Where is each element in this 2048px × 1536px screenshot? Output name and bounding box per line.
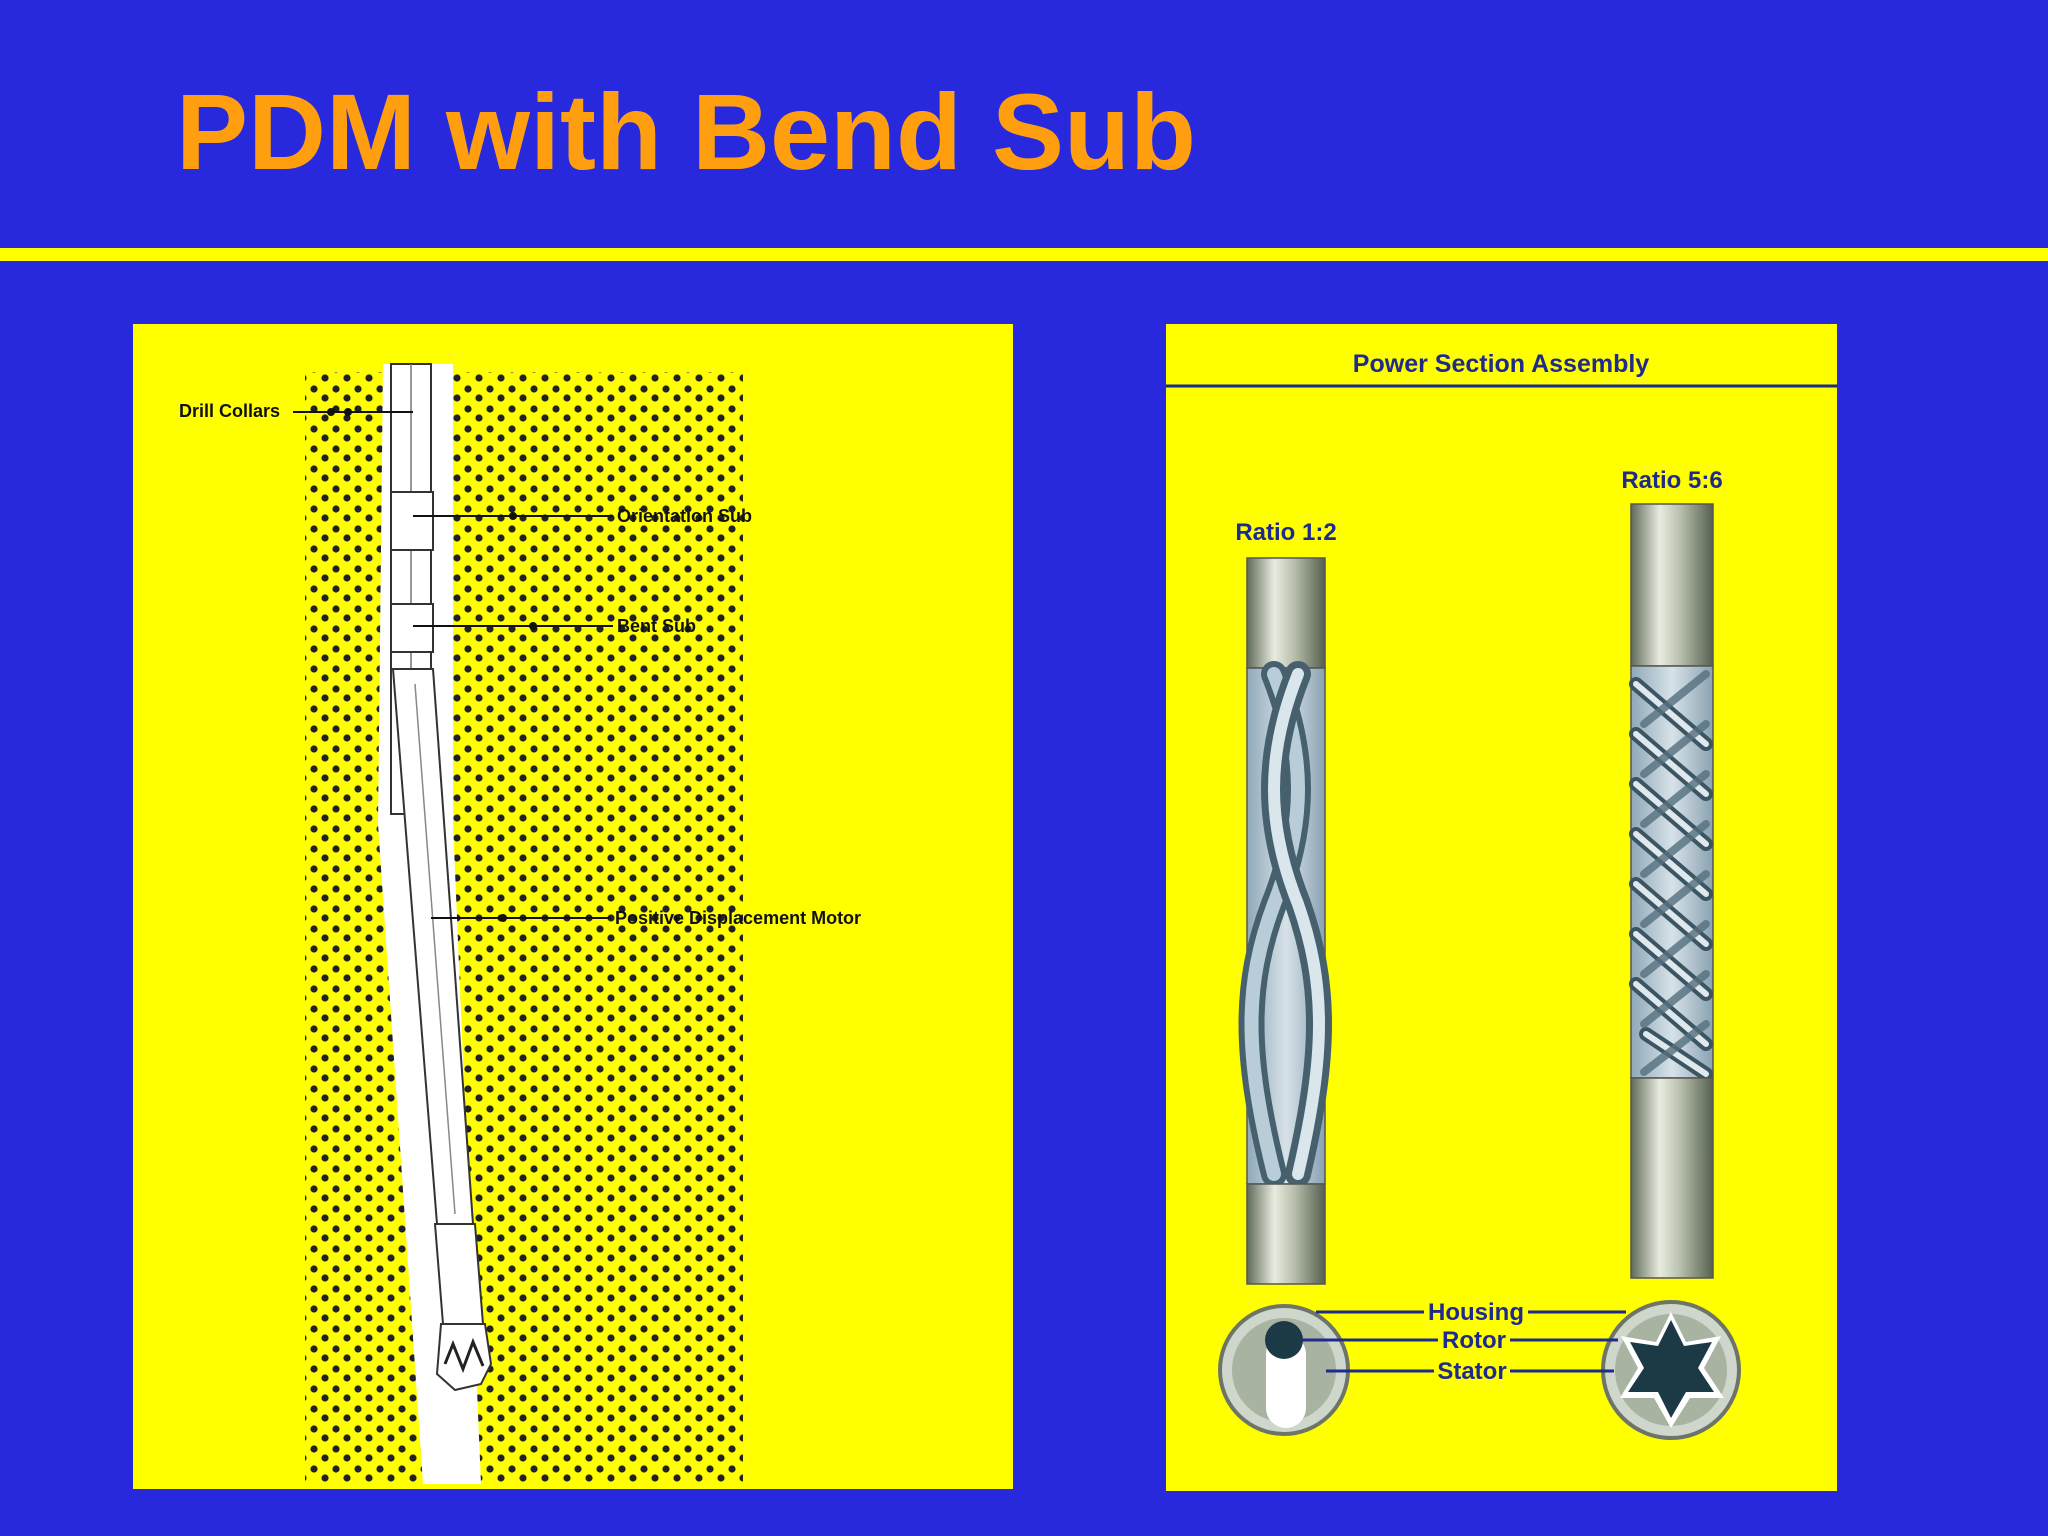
ratio-5-6-cross-section: [1601, 1300, 1741, 1440]
ratio-5-6-label: Ratio 5:6: [1621, 467, 1722, 494]
rotor-label: Rotor: [1442, 1327, 1506, 1354]
bent-sub-label: Bent Sub: [617, 616, 696, 636]
ratio-1-2-rotor: [1238, 661, 1332, 1187]
bent-sub: [390, 603, 434, 653]
housing-label: Housing: [1428, 1299, 1524, 1326]
ratio-1-2-top-housing: [1246, 557, 1326, 669]
title-divider: [0, 248, 2048, 261]
formation-rock: [305, 372, 743, 1484]
ratio-5-6-top-housing: [1630, 503, 1714, 667]
pdm-label: Positive Displacement Motor: [615, 908, 861, 928]
pdm-borehole-diagram: Drill Collars Orientation Sub Bent Sub P…: [133, 324, 1013, 1489]
drill-collars-label: Drill Collars: [179, 401, 280, 421]
drill-bit: [435, 1323, 493, 1392]
stator-label: Stator: [1437, 1358, 1506, 1385]
ratio-1-2-cross-section: [1218, 1304, 1350, 1436]
orientation-sub: [390, 491, 434, 551]
power-section-title: Power Section Assembly: [1353, 350, 1649, 378]
power-section-diagram: Power Section Assembly Ratio 1:2 Ratio 5…: [1166, 324, 1837, 1491]
ratio-1-2-bottom-housing: [1246, 1183, 1326, 1285]
orientation-sub-label: Orientation Sub: [617, 506, 752, 526]
ratio-5-6-rotor-lobes: [1629, 670, 1713, 1081]
ratio-1-2-label: Ratio 1:2: [1235, 519, 1336, 546]
slide-title: PDM with Bend Sub: [176, 71, 1196, 192]
ratio-5-6-bottom-housing: [1630, 1077, 1714, 1279]
